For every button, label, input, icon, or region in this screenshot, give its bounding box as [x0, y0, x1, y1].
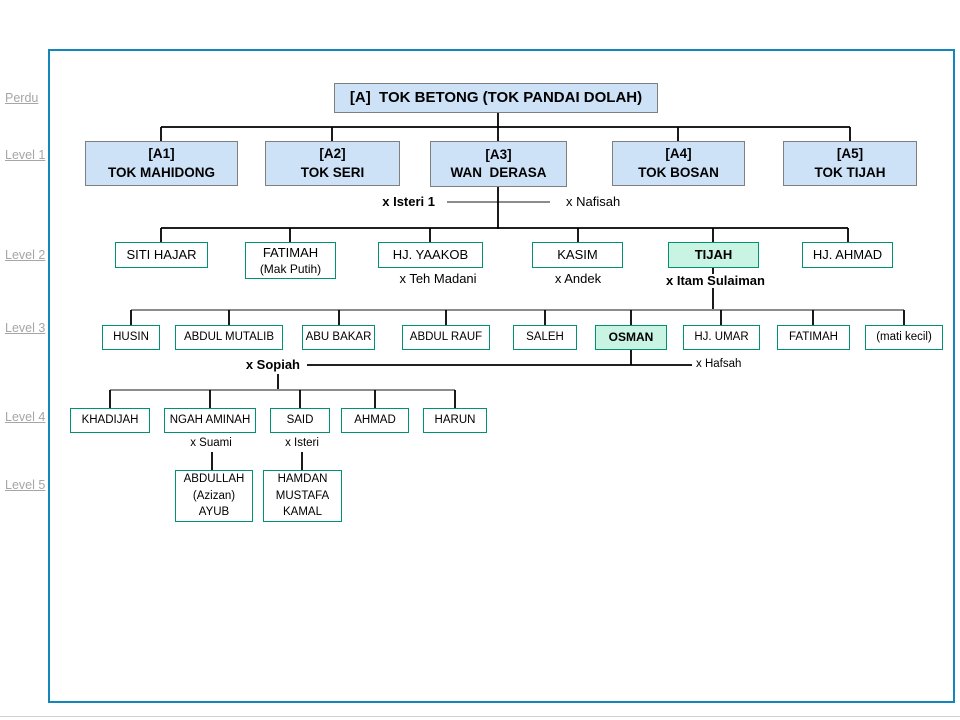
node-name-line: KAMAL — [283, 506, 322, 519]
node-abdul-rauf[interactable]: ABDUL RAUF — [402, 325, 490, 350]
spouse-label-sopiah: x Sopiah — [238, 357, 300, 373]
side-label-perdu[interactable]: Perdu — [5, 91, 39, 105]
node-code-label: [A5] — [836, 146, 864, 162]
node-hj-yaakob[interactable]: HJ. YAAKOB — [378, 242, 483, 268]
side-label-level1[interactable]: Level 1 — [5, 148, 46, 162]
node-tijah-highlighted[interactable]: TIJAH — [668, 242, 759, 268]
node-name-label: FATIMAH — [262, 244, 319, 260]
node-name-line: (Azizan) — [192, 489, 236, 502]
node-name-label: WAN DERASA — [450, 165, 547, 180]
node-abdullah-azizan-ayub[interactable]: ABDULLAH (Azizan) AYUB — [175, 470, 253, 522]
node-mati-kecil[interactable]: (mati kecil) — [865, 325, 943, 350]
spouse-label-teh-madani: x Teh Madani — [399, 271, 477, 286]
node-harun[interactable]: HARUN — [423, 408, 487, 433]
node-a5-tok-tijah[interactable]: [A5] TOK TIJAH — [783, 141, 917, 186]
node-kasim[interactable]: KASIM — [532, 242, 623, 268]
node-name-label: TOK TIJAH — [814, 164, 886, 180]
side-label-level3[interactable]: Level 3 — [5, 321, 46, 335]
node-name-label: TOK BOSAN — [638, 164, 719, 180]
node-alias-label: (Mak Putih) — [259, 262, 322, 277]
side-label-level4[interactable]: Level 4 — [5, 410, 46, 424]
spouse-label-nafisah: x Nafisah — [566, 194, 621, 209]
node-name-label: TOK SERI — [300, 164, 365, 180]
node-a4-tok-bosan[interactable]: [A4] TOK BOSAN — [612, 141, 745, 186]
node-fatimah-level3[interactable]: FATIMAH — [777, 325, 850, 350]
node-name-label: TOK MAHIDONG — [108, 164, 215, 180]
node-siti-hajar[interactable]: SITI HAJAR — [115, 242, 208, 268]
node-name-line: ABDULLAH — [183, 473, 245, 485]
node-a3-wan-derasa[interactable]: [A3] WAN DERASA — [430, 141, 567, 187]
node-code-label: [A3] — [485, 146, 512, 162]
node-husin[interactable]: HUSIN — [102, 325, 160, 350]
node-tok-betong[interactable]: [A] TOK BETONG (TOK PANDAI DOLAH) — [334, 83, 658, 113]
diagram-frame — [48, 49, 955, 703]
node-ahmad[interactable]: AHMAD — [341, 408, 409, 433]
spouse-label-isteri: x Isteri — [285, 437, 319, 449]
spouse-label-isteri1: x Isteri 1 — [382, 194, 435, 209]
node-name-line: HAMDAN — [277, 473, 328, 485]
node-code-label: [A2] — [319, 146, 346, 162]
side-label-level2[interactable]: Level 2 — [5, 248, 46, 262]
node-ngah-aminah[interactable]: NGAH AMINAH — [164, 408, 256, 433]
spouse-label-andek: x Andek — [554, 271, 602, 286]
node-name-line: MUSTAFA — [275, 489, 330, 502]
node-abu-bakar[interactable]: ABU BAKAR — [302, 325, 375, 350]
window-edge — [0, 716, 960, 717]
node-abdul-mutalib[interactable]: ABDUL MUTALIB — [175, 325, 283, 350]
node-hj-ahmad[interactable]: HJ. AHMAD — [802, 242, 893, 268]
node-osman-highlighted[interactable]: OSMAN — [595, 325, 667, 350]
node-name-line: AYUB — [198, 506, 230, 519]
spouse-label-suami: x Suami — [190, 437, 232, 449]
node-a2-tok-seri[interactable]: [A2] TOK SERI — [265, 141, 400, 186]
spouse-label-itam-sulaiman: x Itam Sulaiman — [663, 273, 768, 289]
side-label-level5[interactable]: Level 5 — [5, 478, 46, 492]
node-hamdan-mustafa-kamal[interactable]: HAMDAN MUSTAFA KAMAL — [263, 470, 342, 522]
spouse-label-hafsah: x Hafsah — [696, 358, 742, 370]
node-fatimah-mak-putih[interactable]: FATIMAH (Mak Putih) — [245, 242, 336, 279]
node-a1-tok-mahidong[interactable]: [A1] TOK MAHIDONG — [85, 141, 238, 186]
node-khadijah[interactable]: KHADIJAH — [70, 408, 150, 433]
node-code-label: [A4] — [665, 146, 692, 162]
node-said[interactable]: SAID — [270, 408, 330, 433]
node-saleh[interactable]: SALEH — [513, 325, 577, 350]
node-hj-umar[interactable]: HJ. UMAR — [683, 325, 760, 350]
node-code-label: [A1] — [148, 146, 175, 162]
